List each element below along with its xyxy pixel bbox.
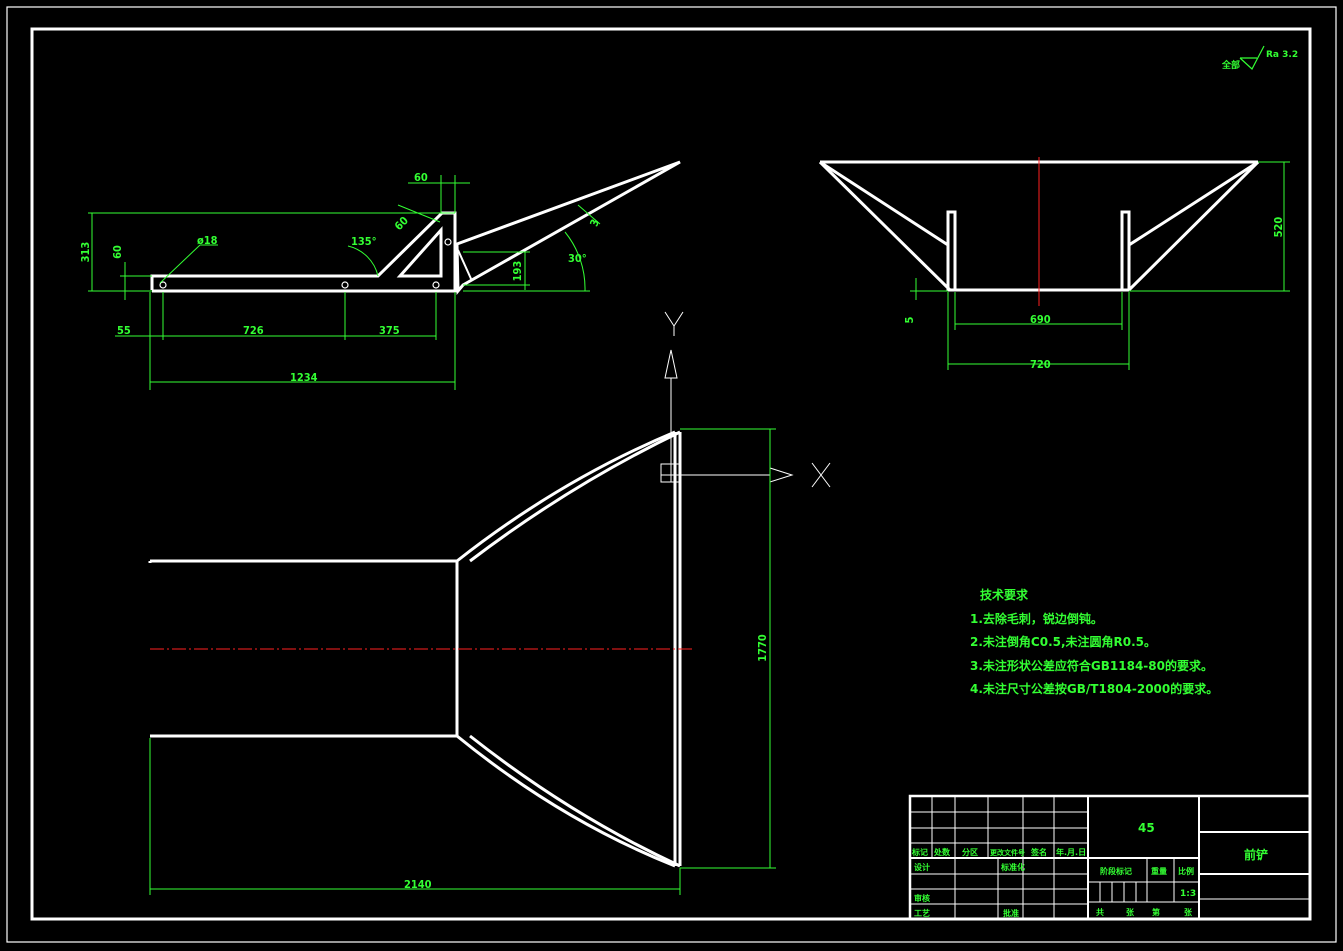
front-view-dimension-lines <box>910 161 1290 370</box>
dim-1234: 1234 <box>290 371 318 384</box>
roughness-symbol: 全部 Ra 3.2 <box>1221 45 1298 71</box>
side-view: 60 313 60 ø18 135° 60 193 30° 3 55 726 3… <box>79 160 681 390</box>
label-count: 处数 <box>933 847 951 857</box>
dim-5: 5 <box>903 316 916 323</box>
dim-726: 726 <box>243 324 264 337</box>
title-block: 标记 处数 分区 更改文件号 签名 年.月.日 设计 标准化 审核 工艺 批准 … <box>908 794 1312 921</box>
dim-375: 375 <box>379 324 400 337</box>
label-sheet-unit: 张 <box>1184 908 1193 917</box>
label-mark: 标记 <box>911 847 928 857</box>
title-block-grid <box>908 794 1312 921</box>
label-weight: 重量 <box>1151 866 1167 876</box>
note-item-2: 2.未注倒角C0.5,未注圆角R0.5。 <box>970 635 1157 649</box>
scale-value: 1:3 <box>1180 889 1196 899</box>
front-view: 520 5 690 720 <box>818 157 1290 371</box>
dim-60-left: 60 <box>111 245 124 259</box>
dim-60-diag: 60 <box>392 214 411 233</box>
dim-55: 55 <box>117 324 131 337</box>
plan-view: 1770 2140 Y X <box>148 311 831 895</box>
note-item-3: 3.未注形状公差应符合GB1184-80的要求。 <box>970 658 1213 673</box>
dim-193: 193 <box>511 261 524 282</box>
label-stage-mark: 阶段标记 <box>1100 866 1132 876</box>
label-change-doc: 更改文件号 <box>990 848 1025 857</box>
label-design: 设计 <box>914 862 930 872</box>
note-item-1: 1.去除毛刺，锐边倒钝。 <box>970 611 1103 626</box>
drawing-border <box>6 6 1337 943</box>
dim-2140: 2140 <box>404 878 432 891</box>
plan-view-dimension-lines <box>149 428 776 895</box>
label-sheets: 张 <box>1126 908 1135 917</box>
label-sign: 签名 <box>1030 847 1047 857</box>
roughness-prefix: 全部 <box>1221 59 1240 71</box>
roughness-value: Ra 3.2 <box>1266 50 1298 60</box>
technical-requirements: 技术要求 1.去除毛刺，锐边倒钝。 2.未注倒角C0.5,未注圆角R0.5。 3… <box>970 584 1218 702</box>
side-view-dimension-lines <box>88 175 601 390</box>
dim-690: 690 <box>1030 313 1051 326</box>
dim-3: 3 <box>587 217 602 228</box>
notes-title: 技术要求 <box>980 588 1029 602</box>
dim-1770: 1770 <box>756 634 769 662</box>
label-approve: 批准 <box>1003 908 1019 918</box>
dim-520: 520 <box>1272 217 1285 238</box>
label-scale: 比例 <box>1178 866 1194 876</box>
ucs-icon <box>660 311 831 488</box>
dim-720: 720 <box>1030 358 1051 371</box>
note-item-4: 4.未注尺寸公差按GB/T1804-2000的要求。 <box>970 682 1219 696</box>
label-date: 年.月.日 <box>1056 847 1086 857</box>
plan-view-outline <box>148 430 682 868</box>
label-zone: 分区 <box>962 847 978 857</box>
part-name: 前铲 <box>1244 847 1268 862</box>
dim-dia-18: ø18 <box>197 234 218 247</box>
label-sheet-no: 第 <box>1152 907 1160 917</box>
dim-30-deg: 30° <box>568 252 587 265</box>
label-standardize: 标准化 <box>1000 862 1025 872</box>
dim-60-top: 60 <box>414 171 428 184</box>
dim-313: 313 <box>79 242 92 263</box>
label-review: 审核 <box>914 893 930 903</box>
label-process: 工艺 <box>914 908 930 918</box>
material-value: 45 <box>1138 821 1155 835</box>
label-total: 共 <box>1096 907 1104 917</box>
dim-135-deg: 135° <box>351 235 377 248</box>
